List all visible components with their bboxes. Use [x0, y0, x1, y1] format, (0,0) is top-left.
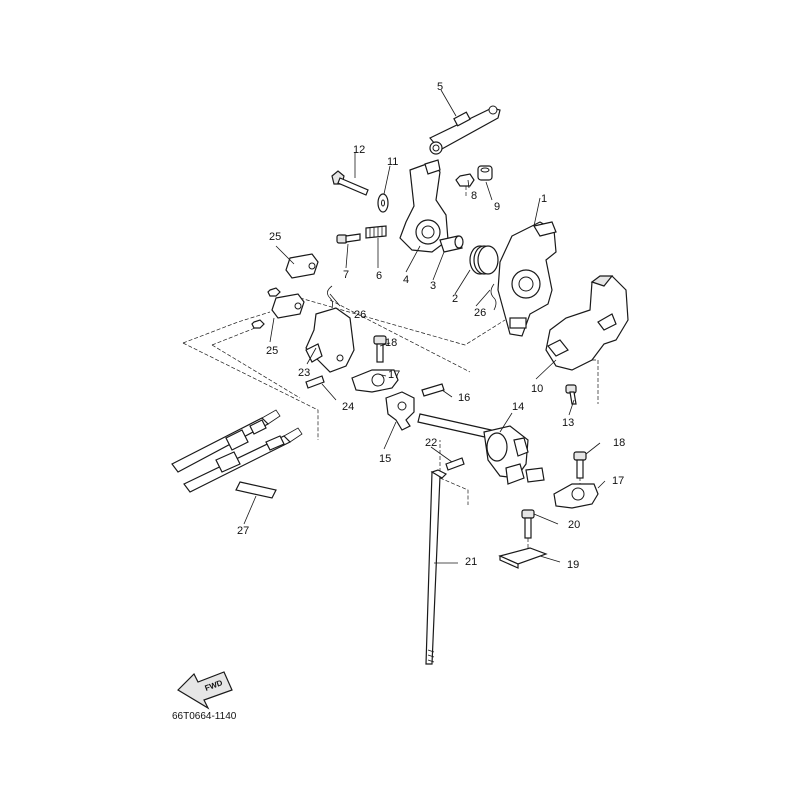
callout-bolt-18b: 18 [613, 437, 625, 449]
link-rod-5 [429, 105, 501, 155]
pin-22 [445, 457, 465, 471]
band-27 [235, 481, 277, 499]
joint-25 [285, 253, 319, 279]
bolt-12 [331, 170, 369, 196]
callout-spring-2: 2 [452, 293, 458, 305]
pin-24 [305, 375, 325, 389]
lever-4 [399, 159, 449, 253]
callout-spring-6: 6 [376, 270, 382, 282]
callout-bolt-20: 20 [568, 519, 580, 531]
callout-joint-25: 25 [269, 231, 281, 243]
screw-7 [336, 233, 361, 244]
callout-collar-3: 3 [430, 280, 436, 292]
shift-rod-21 [425, 469, 448, 665]
callout-clip-26: 26 [354, 309, 366, 321]
callout-pin-16: 16 [458, 392, 470, 404]
callout-bolt-12: 12 [353, 144, 365, 156]
spring-2 [469, 245, 499, 275]
callout-pin-22: 22 [425, 437, 437, 449]
plate-19 [498, 547, 548, 569]
leader-lines [243, 89, 606, 564]
callout-pin-24: 24 [342, 401, 354, 413]
joint-25b [271, 293, 305, 319]
collar-3 [439, 235, 464, 253]
callout-bracket-1: 1 [541, 193, 547, 205]
callout-screw-7: 7 [343, 269, 349, 281]
bracket-10 [545, 275, 629, 371]
screw-13 [565, 384, 577, 405]
clip-26b [490, 283, 497, 311]
callout-shift-shaft-14: 14 [512, 401, 524, 413]
callout-collar-9: 9 [494, 201, 500, 213]
callout-bracket-10: 10 [531, 383, 543, 395]
callout-plate-19: 19 [567, 559, 579, 571]
bolt-18 [373, 335, 387, 363]
callout-lever-15: 15 [379, 453, 391, 465]
holder-17 [351, 369, 399, 393]
bracket-23 [305, 307, 355, 373]
callout-washer-11: 11 [387, 156, 398, 168]
callout-lever-4: 4 [403, 274, 409, 286]
reference-code: 66T0664-1140 [172, 711, 237, 722]
callout-clip-26b: 26 [474, 307, 486, 319]
lever-15 [385, 391, 415, 431]
callout-link-rod-5: 5 [437, 81, 443, 93]
nut-8 [455, 173, 475, 187]
bracket-1 [497, 221, 557, 337]
callout-holder-17: 17 [388, 369, 400, 381]
callout-band-27: 27 [237, 525, 249, 537]
remote-control-cables [171, 409, 303, 493]
callout-screw-13: 13 [562, 417, 574, 429]
callout-bolt-18: 18 [385, 337, 397, 349]
joint-nuts [251, 287, 281, 329]
holder-17b [553, 483, 599, 509]
callout-joint-25b: 25 [266, 345, 278, 357]
collar-9 [477, 165, 493, 181]
callout-shift-rod-21: 21 [465, 556, 477, 568]
pin-16 [421, 383, 445, 397]
callout-bracket-23: 23 [298, 367, 310, 379]
shift-shaft-14 [417, 413, 545, 485]
washer-11 [377, 193, 389, 213]
spring-6 [365, 225, 387, 239]
clip-26 [327, 285, 334, 309]
bolt-18b [573, 451, 587, 479]
fwd-arrow-icon [177, 671, 233, 710]
callout-holder-17b: 17 [612, 475, 624, 487]
callout-labels: 1234567891011121314151617171818192021222… [237, 81, 625, 571]
callout-nut-8: 8 [471, 190, 477, 202]
bolt-20 [521, 509, 535, 539]
